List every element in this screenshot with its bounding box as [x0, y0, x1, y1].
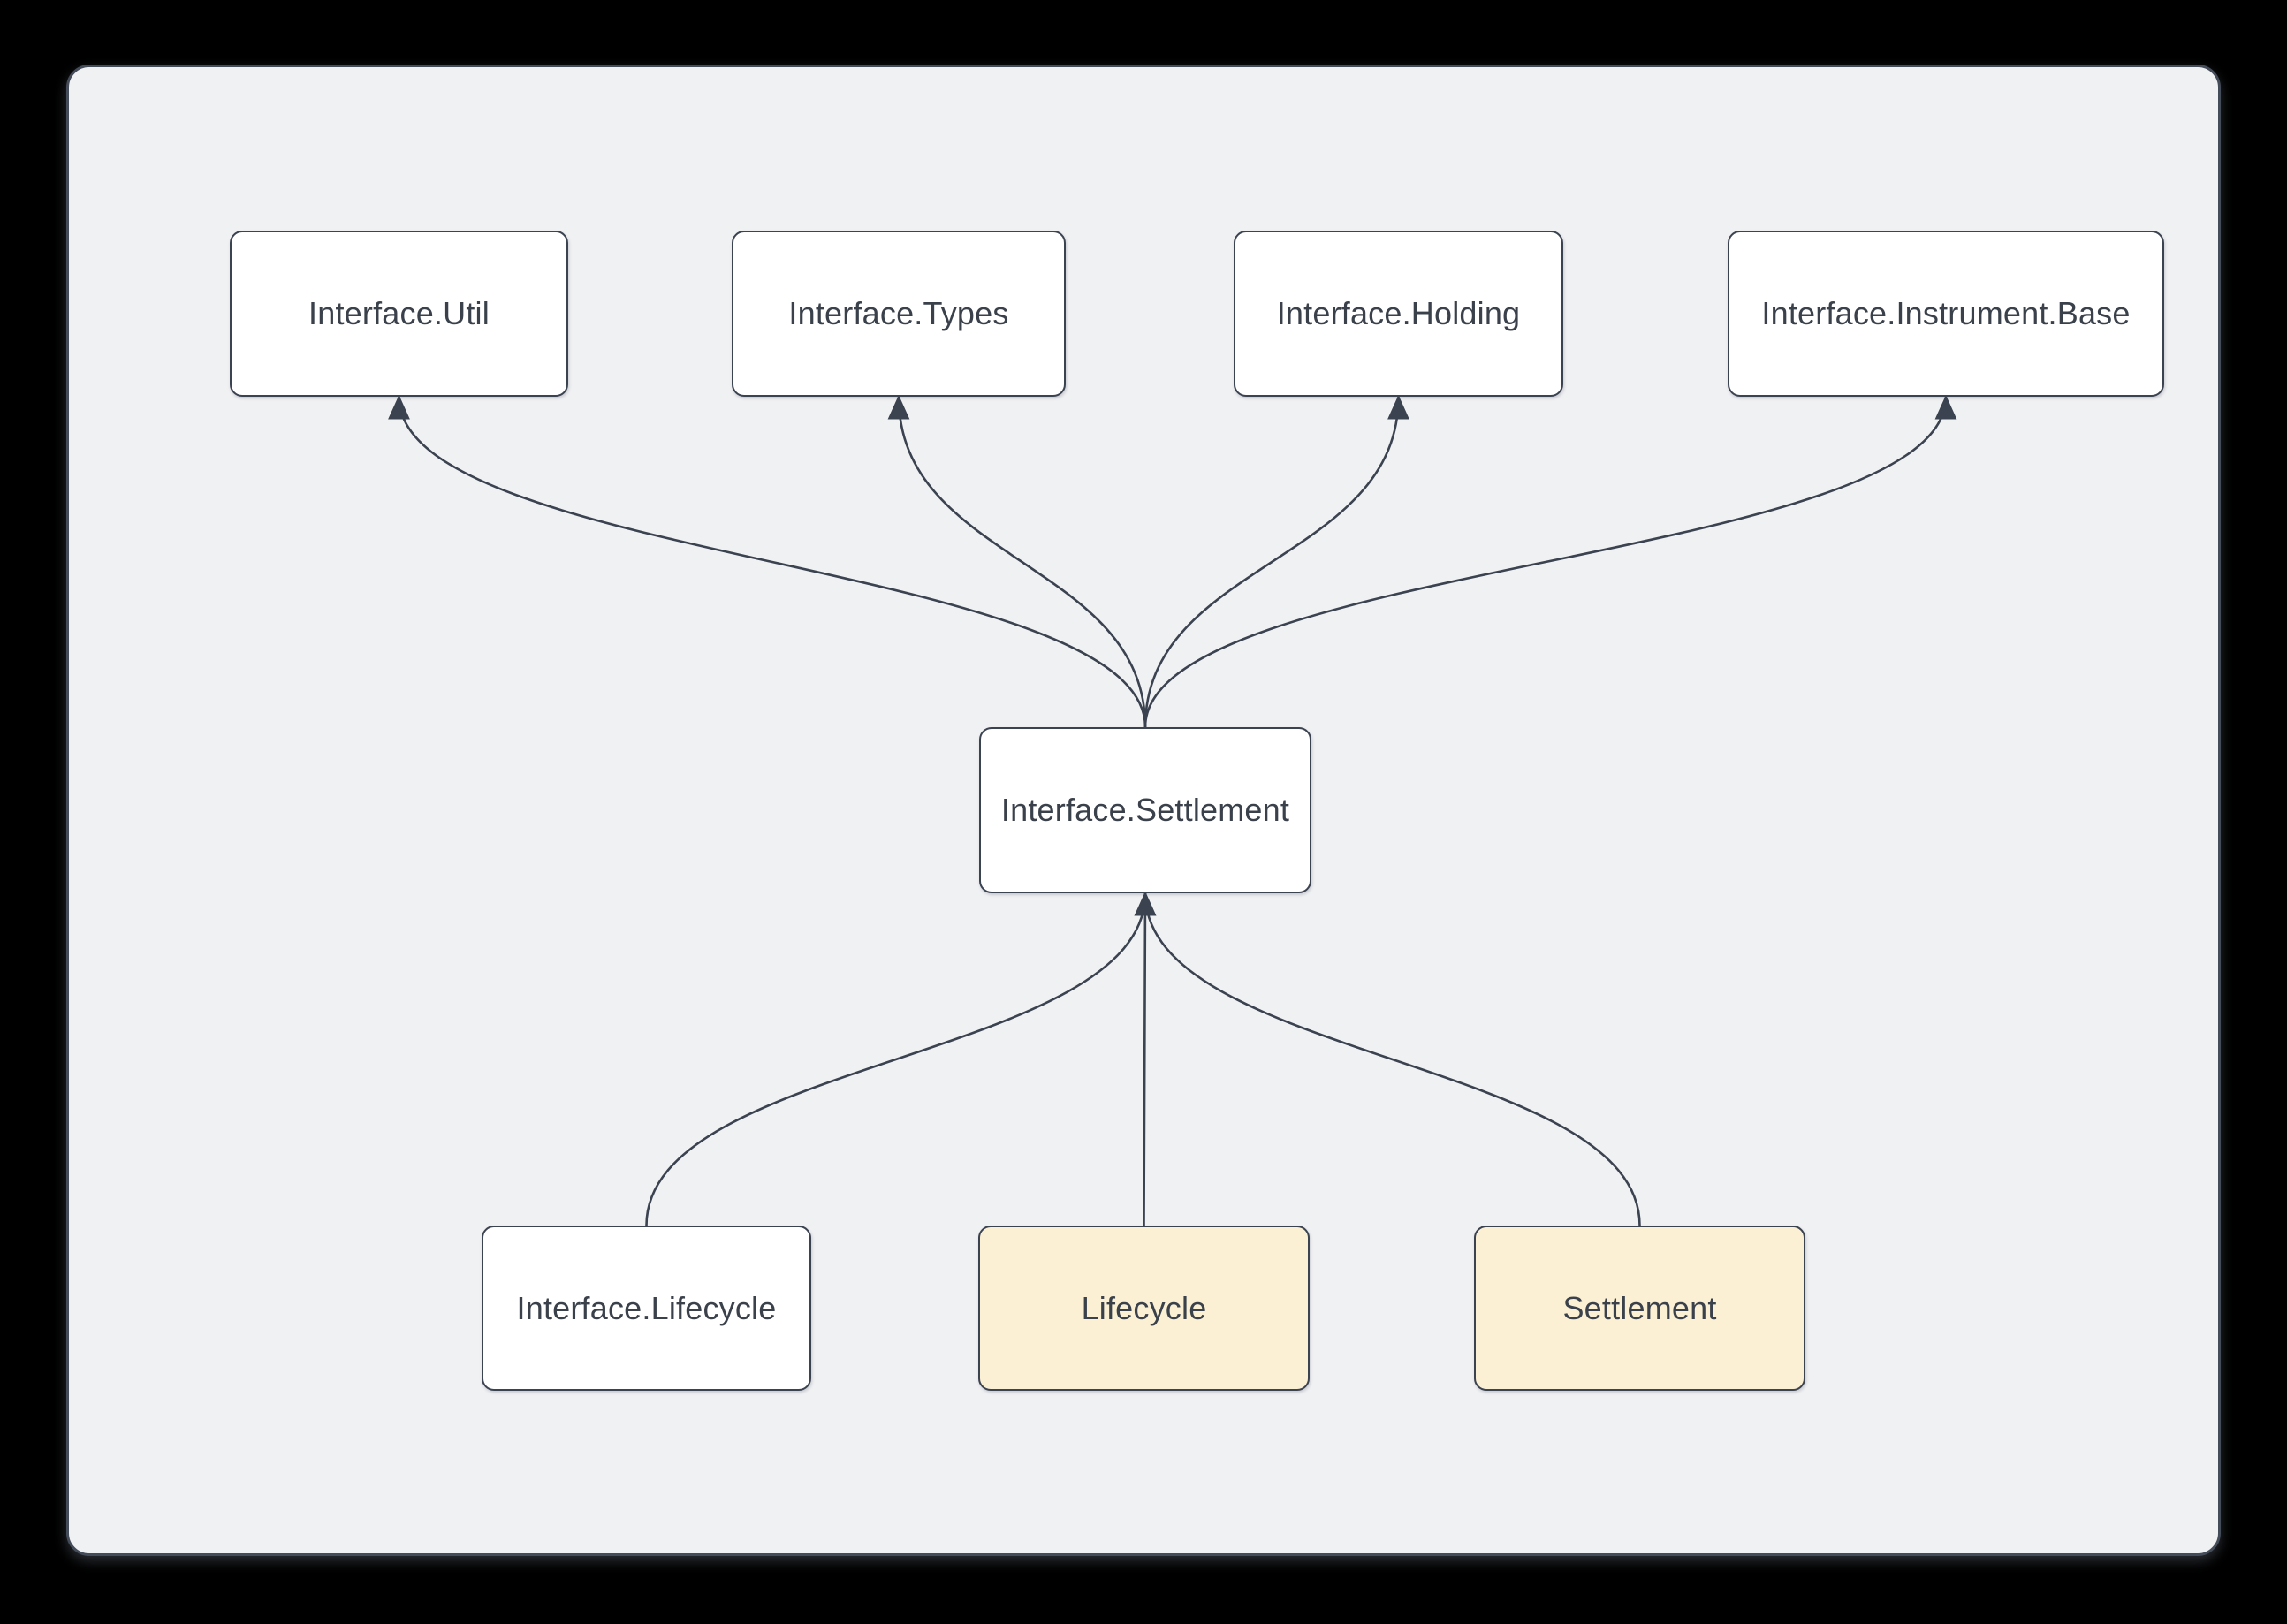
node-settlement-iface[interactable]: Interface.Settlement [979, 727, 1311, 893]
node-settlement[interactable]: Settlement [1474, 1226, 1805, 1391]
node-lifecycle[interactable]: Lifecycle [978, 1226, 1310, 1391]
node-types[interactable]: Interface.Types [732, 231, 1066, 397]
node-label-holding: Interface.Holding [1276, 295, 1521, 331]
node-label-instrument-base: Interface.Instrument.Base [1761, 295, 2131, 331]
node-instrument-base[interactable]: Interface.Instrument.Base [1728, 231, 2164, 397]
node-label-lifecycle: Lifecycle [1081, 1289, 1207, 1326]
node-label-types: Interface.Types [788, 295, 1009, 331]
node-lifecycle-iface[interactable]: Interface.Lifecycle [482, 1226, 811, 1391]
node-label-settlement: Settlement [1562, 1289, 1717, 1326]
node-holding[interactable]: Interface.Holding [1234, 231, 1563, 397]
node-label-lifecycle-iface: Interface.Lifecycle [516, 1289, 777, 1326]
node-label-util: Interface.Util [308, 295, 490, 331]
node-util[interactable]: Interface.Util [230, 231, 568, 397]
node-label-settlement-iface: Interface.Settlement [1000, 792, 1290, 828]
